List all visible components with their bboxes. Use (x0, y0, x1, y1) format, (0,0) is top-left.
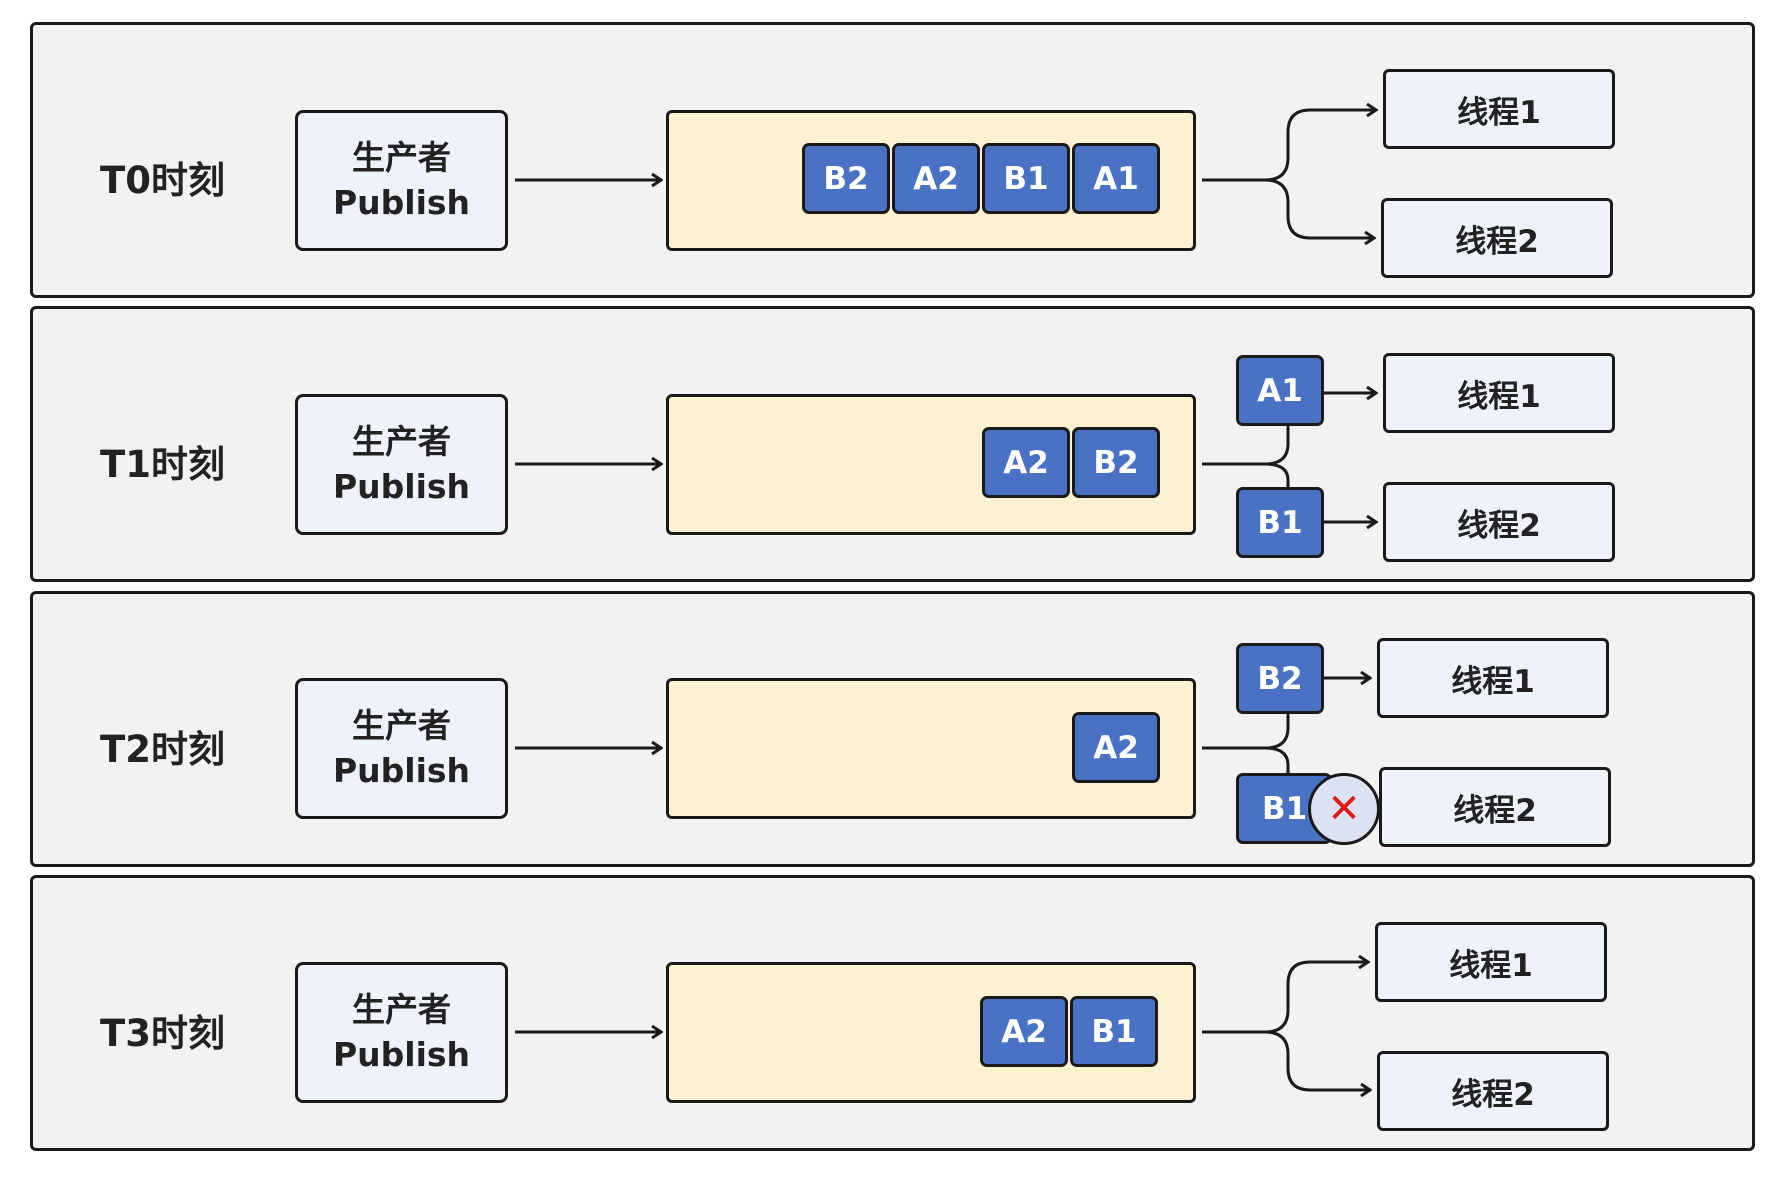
thread-box-2-t1: 线程2 (1383, 482, 1615, 562)
queue-message: A1 (1072, 143, 1160, 214)
in-flight-message: B2 (1236, 643, 1324, 714)
thread-box-1-t3: 线程1 (1375, 922, 1607, 1002)
row-label-t1: T1时刻 (100, 443, 225, 486)
queue-message: B2 (1072, 427, 1160, 498)
row-label-t3: T3时刻 (100, 1012, 225, 1055)
row-label-t0: T0时刻 (100, 159, 225, 202)
producer-box-t3: 生产者 Publish (295, 962, 508, 1103)
producer-label-en: Publish (332, 750, 471, 790)
producer-label-en: Publish (332, 182, 471, 222)
thread-box-2-t0: 线程2 (1381, 198, 1613, 278)
thread-box-2-t2: 线程2 (1379, 767, 1611, 847)
queue-message: B1 (1070, 996, 1158, 1067)
producer-label-cn: 生产者 (352, 421, 451, 461)
in-flight-message: A1 (1236, 355, 1324, 426)
producer-box-t1: 生产者 Publish (295, 394, 508, 535)
queue-message: A2 (980, 996, 1068, 1067)
thread-box-1-t1: 线程1 (1383, 353, 1615, 433)
failure-x-icon: ✕ (1308, 773, 1380, 845)
producer-label-cn: 生产者 (352, 137, 451, 177)
producer-label-en: Publish (332, 1034, 471, 1074)
row-label-t2: T2时刻 (100, 728, 225, 771)
thread-box-1-t0: 线程1 (1383, 69, 1615, 149)
queue-message: B2 (802, 143, 890, 214)
in-flight-message: B1 (1236, 487, 1324, 558)
producer-box-t2: 生产者 Publish (295, 678, 508, 819)
producer-label-en: Publish (332, 466, 471, 506)
producer-box-t0: 生产者 Publish (295, 110, 508, 251)
thread-box-1-t2: 线程1 (1377, 638, 1609, 718)
queue-message: B1 (982, 143, 1070, 214)
queue-message: A2 (1072, 712, 1160, 783)
producer-label-cn: 生产者 (352, 705, 451, 745)
queue-message: A2 (982, 427, 1070, 498)
queue-message: A2 (892, 143, 980, 214)
thread-box-2-t3: 线程2 (1377, 1051, 1609, 1131)
producer-label-cn: 生产者 (352, 989, 451, 1029)
